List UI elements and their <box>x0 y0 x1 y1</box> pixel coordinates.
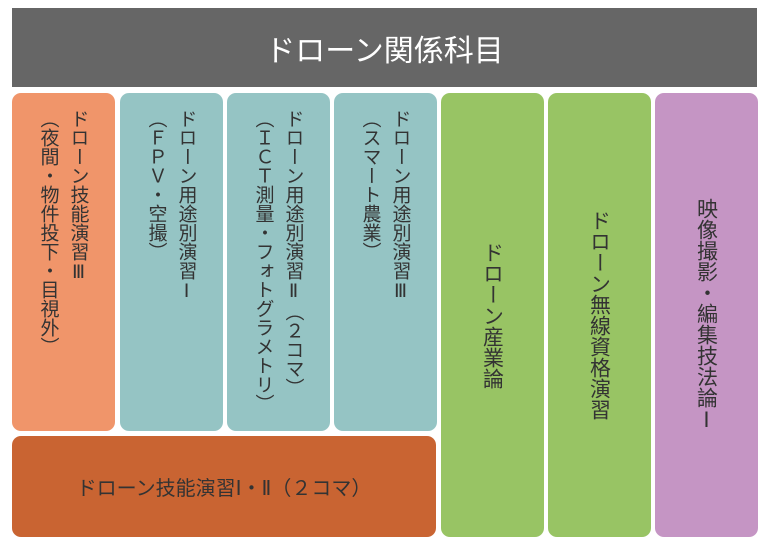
course-drone-industry: ドローン産業論 <box>441 93 544 537</box>
course-name: 映像撮影・編集技法論Ⅰ <box>694 198 719 432</box>
course-label: ドローン用途別演習Ⅱ（２コマ） （ＩＣＴ測量・フォトグラメトリ） <box>249 109 309 413</box>
course-detail: （ＦＰＶ・空撮） <box>145 109 168 261</box>
course-detail: （スマート農業） <box>359 109 382 261</box>
course-label: ドローン用途別演習Ⅲ （スマート農業） <box>356 109 416 302</box>
course-name: ドローン技能演習Ⅰ・Ⅱ（２コマ） <box>76 476 372 500</box>
course-name: ドローン用途別演習Ⅱ（２コマ） <box>282 109 305 397</box>
course-application-practice-3: ドローン用途別演習Ⅲ （スマート農業） <box>334 93 437 431</box>
course-detail: （ＩＣＴ測量・フォトグラメトリ） <box>252 109 275 413</box>
course-name: ドローン用途別演習Ⅲ <box>389 109 412 302</box>
diagram-title: ドローン関係科目 <box>12 8 757 87</box>
course-skill-practice-1-2: ドローン技能演習Ⅰ・Ⅱ（２コマ） <box>12 436 436 537</box>
course-label: ドローン技能演習Ⅲ （夜間・物件投下・目視外） <box>34 109 94 356</box>
course-name: ドローン無線資格演習 <box>587 210 612 420</box>
course-application-practice-1: ドローン用途別演習Ⅰ （ＦＰＶ・空撮） <box>120 93 223 431</box>
course-skill-practice-3: ドローン技能演習Ⅲ （夜間・物件投下・目視外） <box>12 93 115 431</box>
course-label: ドローン用途別演習Ⅰ （ＦＰＶ・空撮） <box>142 109 202 302</box>
course-name: ドローン技能演習Ⅲ <box>67 109 90 283</box>
course-radio-license: ドローン無線資格演習 <box>548 93 651 537</box>
course-application-practice-2: ドローン用途別演習Ⅱ（２コマ） （ＩＣＴ測量・フォトグラメトリ） <box>227 93 330 431</box>
course-name: ドローン用途別演習Ⅰ <box>175 109 198 302</box>
course-name: ドローン産業論 <box>480 241 505 389</box>
course-video-editing: 映像撮影・編集技法論Ⅰ <box>655 93 758 537</box>
course-detail: （夜間・物件投下・目視外） <box>37 109 60 356</box>
